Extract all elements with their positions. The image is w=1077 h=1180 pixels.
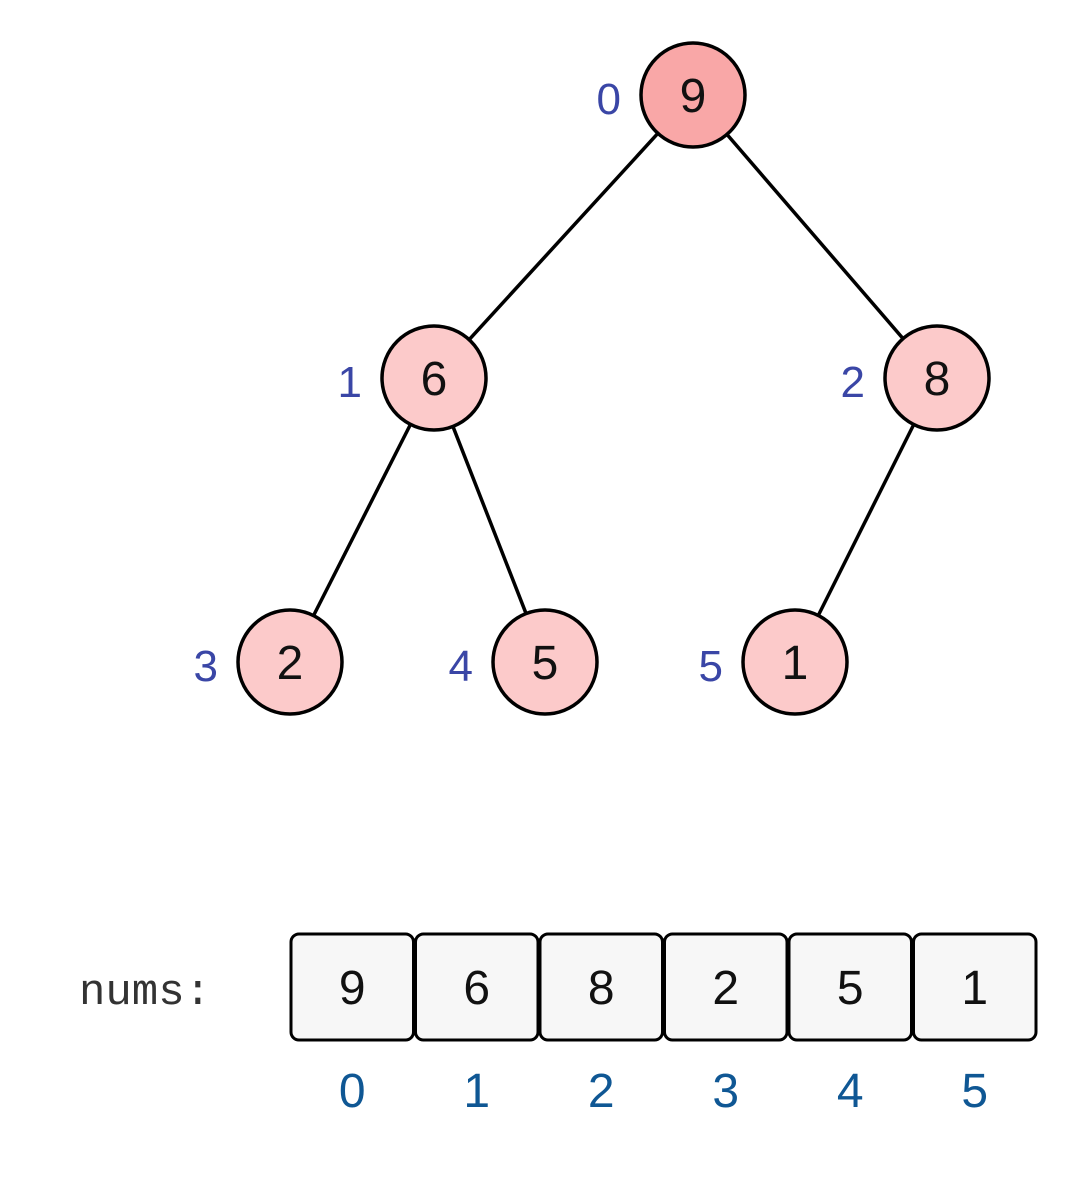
tree-node-value: 1 — [782, 637, 809, 690]
tree-node-value: 5 — [532, 637, 559, 690]
tree-edge-0-2 — [725, 133, 905, 340]
tree-edge-2-5 — [816, 423, 916, 617]
array-cell-index: 4 — [837, 1065, 864, 1118]
array-cell-index: 1 — [463, 1065, 490, 1118]
array-cell-index: 0 — [339, 1065, 366, 1118]
tree-node-1: 61 — [338, 324, 488, 432]
array-cell-5: 15 — [912, 932, 1038, 1118]
tree-node-2: 82 — [841, 324, 991, 432]
array-cell-box — [912, 932, 1038, 1042]
array-cell-value: 9 — [339, 962, 366, 1015]
array-cell-value: 6 — [463, 962, 490, 1015]
array-cell-box — [663, 932, 789, 1042]
array-cell-value: 5 — [837, 962, 864, 1015]
array-cell-box — [538, 932, 664, 1042]
tree-node-index: 2 — [841, 358, 865, 407]
tree-node-index: 4 — [449, 642, 473, 691]
tree-edge-1-4 — [451, 425, 528, 615]
tree-node-value: 6 — [421, 353, 448, 406]
array-cell-box — [414, 932, 540, 1042]
array-cell-box — [787, 932, 913, 1042]
tree-node-circle — [883, 324, 991, 432]
array-cell-value: 8 — [588, 962, 615, 1015]
tree-node-index: 1 — [338, 358, 362, 407]
tree-node-circle — [380, 324, 488, 432]
array-cell-4: 54 — [787, 932, 913, 1118]
tree-node-circle — [741, 608, 849, 716]
tree-node-index: 5 — [699, 642, 723, 691]
tree-node-circle — [491, 608, 599, 716]
array-cell-1: 61 — [414, 932, 540, 1118]
tree-node-circle — [639, 41, 747, 149]
array-cell-index: 5 — [961, 1065, 988, 1118]
array-cell-value: 1 — [961, 962, 988, 1015]
tree-node-index: 0 — [597, 75, 621, 124]
tree-edges — [311, 132, 916, 617]
array-cell-index: 2 — [588, 1065, 615, 1118]
tree-node-4: 54 — [449, 608, 599, 716]
tree-node-0: 90 — [597, 41, 747, 149]
tree-node-circle — [236, 608, 344, 716]
tree-edge-0-1 — [467, 132, 660, 341]
tree-node-value: 9 — [680, 70, 707, 123]
array-cell-box — [289, 932, 415, 1042]
tree-node-index: 3 — [194, 642, 218, 691]
array-cell-2: 82 — [538, 932, 664, 1118]
tree-node-3: 23 — [194, 608, 344, 716]
tree-node-value: 2 — [277, 637, 304, 690]
array-cell-value: 2 — [712, 962, 739, 1015]
tree-edge-1-3 — [311, 423, 413, 617]
array-cell-3: 23 — [663, 932, 789, 1118]
tree-node-5: 15 — [699, 608, 849, 716]
tree-node-value: 8 — [924, 353, 951, 406]
array-label: nums: — [79, 968, 211, 1018]
array-cell-0: 90 — [289, 932, 415, 1118]
array-cell-index: 3 — [712, 1065, 739, 1118]
